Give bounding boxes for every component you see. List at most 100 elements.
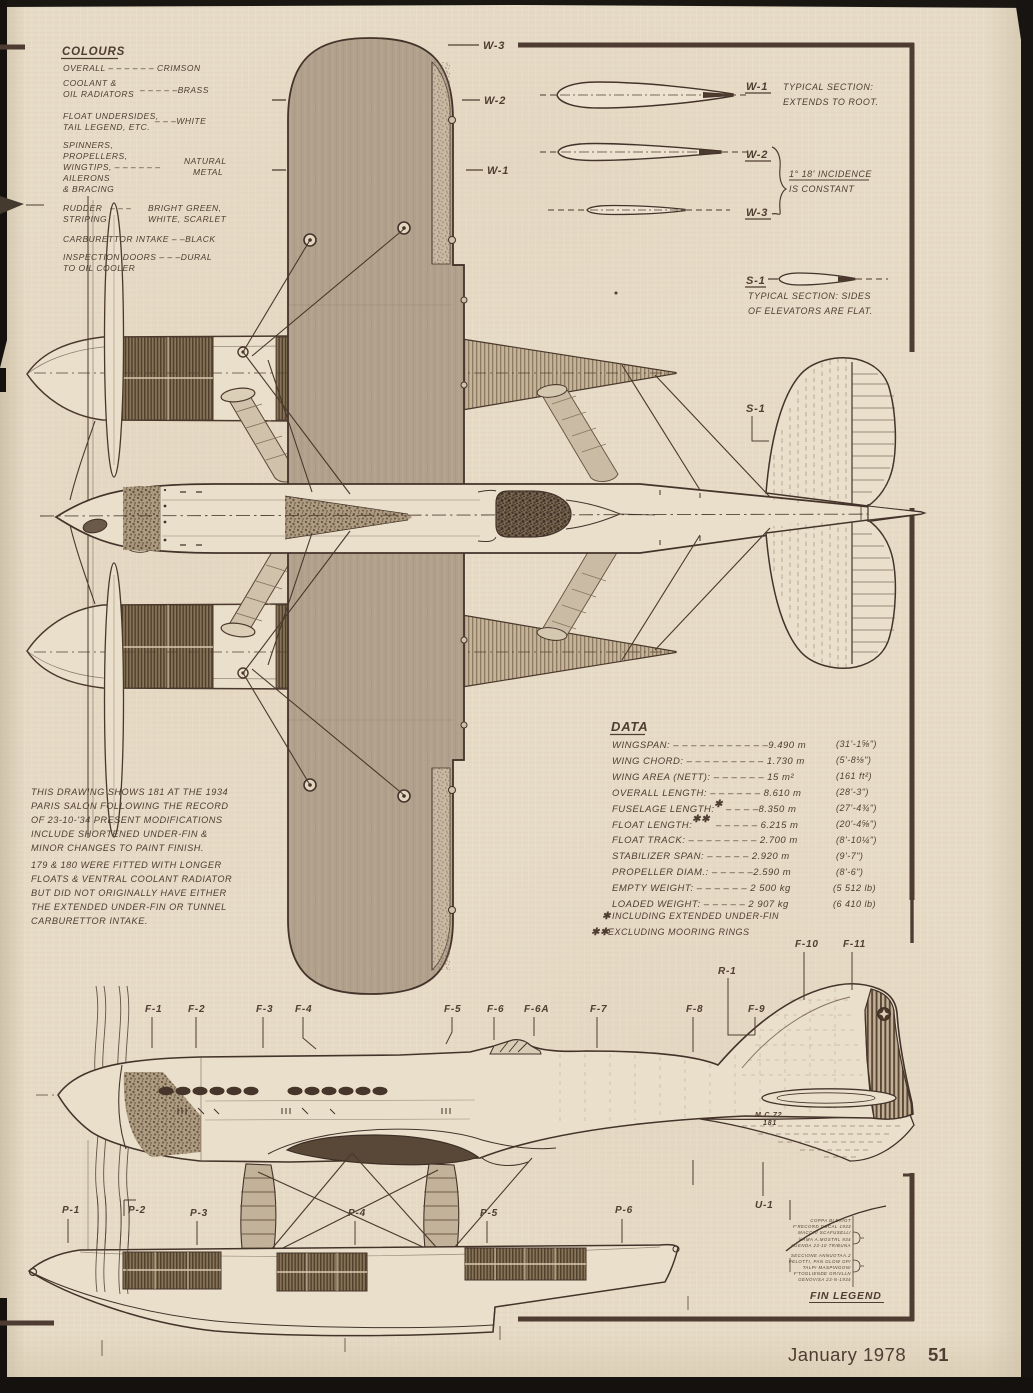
svg-text:STRIPING: STRIPING bbox=[63, 214, 107, 224]
svg-text:INCLUDING EXTENDED UNDER-FIN: INCLUDING EXTENDED UNDER-FIN bbox=[612, 911, 779, 921]
svg-text:W-3: W-3 bbox=[746, 207, 768, 219]
svg-text:W-3: W-3 bbox=[483, 40, 505, 52]
svg-text:✱✱: ✱✱ bbox=[692, 814, 711, 825]
svg-text:M.C.72: M.C.72 bbox=[755, 1112, 782, 1119]
svg-text:(5 512 lb): (5 512 lb) bbox=[833, 883, 876, 893]
svg-text:MINOR CHANGES TO PAINT FINISH.: MINOR CHANGES TO PAINT FINISH. bbox=[31, 843, 204, 853]
svg-text:IS CONSTANT: IS CONSTANT bbox=[789, 184, 855, 194]
svg-text:(8'-10¼"): (8'-10¼") bbox=[836, 835, 877, 845]
svg-text:– – –WHITE: – – –WHITE bbox=[154, 116, 206, 126]
svg-text:TYPICAL SECTION: SIDES: TYPICAL SECTION: SIDES bbox=[748, 291, 871, 301]
svg-text:W-1: W-1 bbox=[746, 81, 768, 93]
svg-text:BRIGHT GREEN,: BRIGHT GREEN, bbox=[148, 203, 222, 213]
svg-text:OIL RADIATORS: OIL RADIATORS bbox=[63, 89, 134, 99]
svg-text:& BRACING: & BRACING bbox=[63, 184, 114, 194]
svg-text:EXCLUDING MOORING RINGS: EXCLUDING MOORING RINGS bbox=[608, 927, 750, 937]
svg-text:FIN LEGEND: FIN LEGEND bbox=[810, 1290, 882, 1302]
svg-text:(5'-8⅛"): (5'-8⅛") bbox=[836, 755, 871, 765]
svg-text:(28'-3"): (28'-3") bbox=[836, 787, 869, 797]
svg-text:INSPECTION DOORS – – –DURAL: INSPECTION DOORS – – –DURAL bbox=[63, 252, 212, 262]
svg-text:THIS DRAWING SHOWS 181 AT THE: THIS DRAWING SHOWS 181 AT THE 1934 bbox=[31, 787, 228, 797]
svg-text:PELOTTI, PAN GLOW GPI: PELOTTI, PAN GLOW GPI bbox=[789, 1259, 852, 1264]
svg-text:FUSELAGE LENGTH:: FUSELAGE LENGTH: bbox=[612, 804, 715, 815]
svg-text:MACCHI SCAFUSELLI: MACCHI SCAFUSELLI bbox=[798, 1230, 851, 1235]
svg-text:✱✱: ✱✱ bbox=[591, 927, 610, 938]
svg-text:COLOURS: COLOURS bbox=[62, 46, 125, 58]
svg-text:(20'-4⅝"): (20'-4⅝") bbox=[836, 819, 877, 829]
svg-text:TYPICAL SECTION:: TYPICAL SECTION: bbox=[783, 82, 873, 92]
svg-text:DATA: DATA bbox=[611, 719, 648, 734]
svg-text:FLOAT LENGTH:: FLOAT LENGTH: bbox=[612, 820, 692, 831]
svg-text:AGENDA 23-10 TRIBUNA: AGENDA 23-10 TRIBUNA bbox=[790, 1243, 851, 1248]
svg-text:F-1: F-1 bbox=[145, 1004, 162, 1015]
svg-text:OF 23-10-'34 PRESENT MODIFICAT: OF 23-10-'34 PRESENT MODIFICATIONS bbox=[31, 815, 223, 825]
svg-text:R-1: R-1 bbox=[718, 966, 737, 977]
svg-text:EMPTY WEIGHT: – – – – – – 2 50: EMPTY WEIGHT: – – – – – – 2 500 kg bbox=[612, 883, 791, 894]
svg-text:– – –: – – – bbox=[109, 203, 131, 213]
svg-text:(27'-4¾"): (27'-4¾") bbox=[836, 803, 877, 813]
svg-text:PARIS SALON FOLLOWING THE RECO: PARIS SALON FOLLOWING THE RECORD bbox=[31, 801, 229, 811]
svg-text:COPPA BLERIOT: COPPA BLERIOT bbox=[810, 1218, 851, 1223]
svg-text:(6 410 lb): (6 410 lb) bbox=[833, 899, 876, 909]
svg-text:CARBURETTOR INTAKE – –BLACK: CARBURETTOR INTAKE – –BLACK bbox=[63, 234, 216, 244]
svg-text:F'RECORD DUCAL 1933: F'RECORD DUCAL 1933 bbox=[793, 1224, 851, 1229]
svg-text:METAL: METAL bbox=[193, 167, 223, 177]
svg-text:(9'-7"): (9'-7") bbox=[836, 851, 863, 861]
svg-text:F-2: F-2 bbox=[188, 1004, 205, 1015]
svg-text:U-1: U-1 bbox=[755, 1200, 774, 1211]
svg-text:F-3: F-3 bbox=[256, 1004, 273, 1015]
svg-text:NATURAL: NATURAL bbox=[184, 156, 227, 166]
svg-text:January 1978: January 1978 bbox=[788, 1344, 906, 1365]
svg-text:F-4: F-4 bbox=[295, 1004, 312, 1015]
svg-text:WING AREA (NETT): – – – – – –: WING AREA (NETT): – – – – – – 15 m² bbox=[612, 772, 794, 783]
svg-text:AILERONS: AILERONS bbox=[62, 173, 110, 183]
svg-text:STABILIZER SPAN: – – – – – 2.9: STABILIZER SPAN: – – – – – 2.920 m bbox=[612, 851, 790, 862]
svg-text:FLOAT UNDERSIDES,: FLOAT UNDERSIDES, bbox=[63, 111, 159, 121]
svg-text:F-11: F-11 bbox=[843, 939, 866, 950]
svg-text:WING CHORD: – – – – – – – – –: WING CHORD: – – – – – – – – – 1.730 m bbox=[612, 756, 805, 767]
svg-text:W-2: W-2 bbox=[746, 149, 768, 161]
svg-text:OVERALL – – – – – – CRIMSON: OVERALL – – – – – – CRIMSON bbox=[63, 63, 201, 73]
svg-text:✱: ✱ bbox=[714, 799, 724, 810]
svg-text:F-6A: F-6A bbox=[524, 1004, 549, 1015]
svg-text:F-6: F-6 bbox=[487, 1004, 504, 1015]
svg-text:– – – – – 6.215 m: – – – – – 6.215 m bbox=[715, 820, 798, 831]
svg-text:SPINNERS,: SPINNERS, bbox=[63, 140, 113, 150]
svg-text:(31'-1⅝"): (31'-1⅝") bbox=[836, 739, 877, 749]
svg-text:W-1: W-1 bbox=[487, 165, 509, 177]
svg-text:F-9: F-9 bbox=[748, 1004, 765, 1015]
svg-text:OVERALL LENGTH: – – – – – – 8.: OVERALL LENGTH: – – – – – – 8.610 m bbox=[612, 788, 801, 799]
svg-text:P-3: P-3 bbox=[190, 1208, 208, 1219]
svg-text:WINGSPAN: – – – – – – – – – –: WINGSPAN: – – – – – – – – – – –9.490 m bbox=[612, 740, 806, 751]
svg-text:✱: ✱ bbox=[602, 911, 612, 922]
svg-text:W-2: W-2 bbox=[484, 95, 506, 107]
svg-text:WINGTIPS, – – – – – –: WINGTIPS, – – – – – – bbox=[63, 162, 160, 172]
svg-text:P-4: P-4 bbox=[348, 1208, 366, 1219]
svg-text:WHITE, SCARLET: WHITE, SCARLET bbox=[148, 214, 227, 224]
svg-text:THE EXTENDED UNDER-FIN OR TUNN: THE EXTENDED UNDER-FIN OR TUNNEL bbox=[31, 902, 227, 912]
svg-text:LOADED WEIGHT: – – – – – 2 907: LOADED WEIGHT: – – – – – 2 907 kg bbox=[612, 899, 789, 910]
svg-text:CARBURETTOR INTAKE.: CARBURETTOR INTAKE. bbox=[31, 916, 148, 926]
svg-text:EXTENDS TO ROOT.: EXTENDS TO ROOT. bbox=[783, 97, 879, 107]
svg-text:SECCIONE ANNUOTAA.2: SECCIONE ANNUOTAA.2 bbox=[791, 1253, 851, 1258]
svg-text:TO OIL COOLER: TO OIL COOLER bbox=[63, 263, 135, 273]
svg-text:FLOAT TRACK: – – – – – – – – 2: FLOAT TRACK: – – – – – – – – 2.700 m bbox=[612, 835, 798, 846]
svg-text:F-10: F-10 bbox=[795, 939, 819, 950]
svg-text:– – – –8.350 m: – – – –8.350 m bbox=[725, 804, 796, 815]
svg-text:S-1: S-1 bbox=[746, 403, 766, 415]
svg-text:(161 ft²): (161 ft²) bbox=[836, 771, 872, 781]
svg-text:51: 51 bbox=[928, 1344, 949, 1365]
svg-text:P-1: P-1 bbox=[62, 1205, 80, 1216]
svg-text:– – – – –BRASS: – – – – –BRASS bbox=[139, 85, 209, 95]
svg-text:OF ELEVATORS ARE FLAT.: OF ELEVATORS ARE FLAT. bbox=[748, 306, 873, 316]
svg-text:COOLANT &: COOLANT & bbox=[63, 78, 117, 88]
svg-text:PROPELLERS,: PROPELLERS, bbox=[63, 151, 128, 161]
svg-text:RUDDER: RUDDER bbox=[63, 203, 102, 213]
svg-text:F-7: F-7 bbox=[590, 1004, 607, 1015]
svg-text:PROPELLER DIAM.: – – – – –2.59: PROPELLER DIAM.: – – – – –2.590 m bbox=[612, 867, 791, 878]
svg-text:P-6: P-6 bbox=[615, 1205, 633, 1216]
svg-text:1° 18' INCIDENCE: 1° 18' INCIDENCE bbox=[789, 169, 872, 179]
svg-text:F'TOGLIENDE GRIVLLN: F'TOGLIENDE GRIVLLN bbox=[794, 1271, 852, 1276]
svg-text:TALPI MASPINGONI: TALPI MASPINGONI bbox=[803, 1265, 852, 1270]
svg-text:181: 181 bbox=[763, 1120, 777, 1127]
